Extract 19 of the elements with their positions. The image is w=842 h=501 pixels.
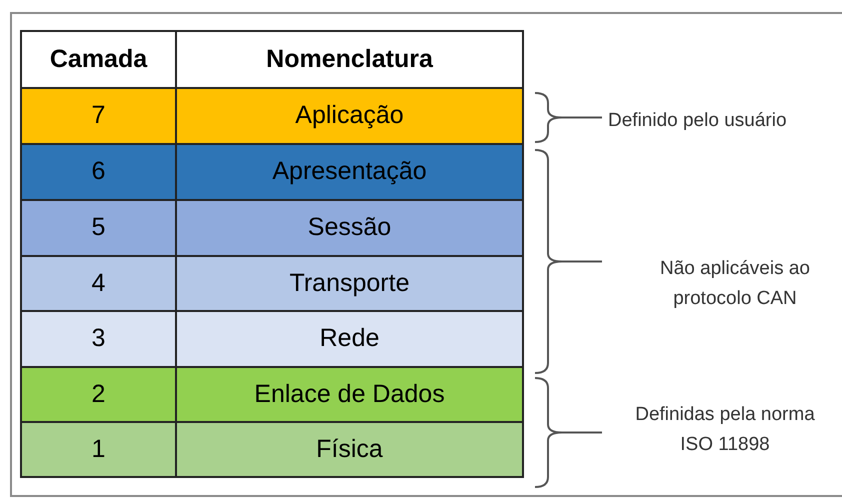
table-cell-text: 1 — [92, 434, 106, 465]
column-header: Nomenclatura — [266, 44, 433, 75]
table-cell-text: 2 — [92, 378, 106, 410]
brace-note: Definidas pela norma ISO 11898 — [634, 403, 816, 457]
brace-note: Definido pelo usuário — [608, 109, 788, 133]
column-header: Camada — [50, 44, 148, 75]
table-cell-text: 7 — [92, 100, 106, 132]
table-cell-text: 6 — [92, 156, 106, 188]
table-cell-text: 4 — [92, 268, 106, 299]
table-cell-text: 5 — [92, 212, 106, 244]
table-cell-text: Sessão — [308, 212, 392, 244]
brace-note: Não aplicáveis ao protocolo CAN — [659, 257, 811, 311]
table-cell-text: 3 — [92, 323, 106, 354]
table-cell-text: Física — [316, 434, 383, 465]
table-cell-text: Rede — [320, 323, 380, 354]
table-cell-text: Enlace de Dados — [254, 378, 445, 410]
table-cell-text: Apresentação — [272, 156, 427, 188]
table-cell-text: Aplicação — [295, 100, 404, 132]
table-cell-text: Transporte — [290, 268, 410, 299]
